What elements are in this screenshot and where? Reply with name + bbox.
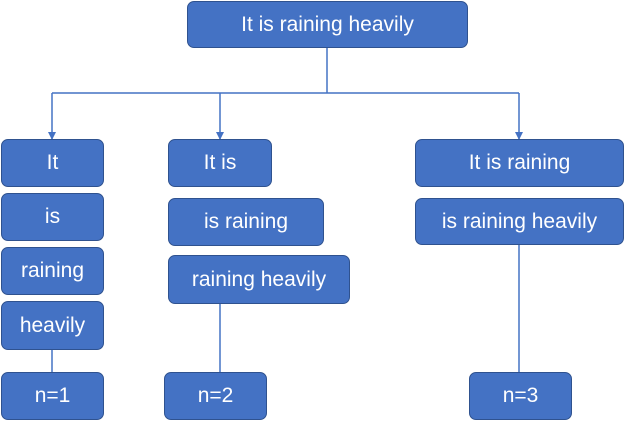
- unigram-box: raining: [1, 247, 104, 295]
- unigram-box: It: [1, 139, 104, 187]
- trigram-box: is raining heavily: [415, 198, 624, 245]
- n-label-box: n=1: [1, 372, 104, 420]
- n-label-box: n=3: [469, 372, 572, 420]
- bigram-box: It is: [168, 139, 272, 187]
- unigram-box: is: [1, 193, 104, 241]
- root-sentence-box: It is raining heavily: [187, 1, 468, 48]
- trigram-box: It is raining: [415, 139, 624, 187]
- bigram-box: raining heavily: [168, 255, 350, 304]
- bigram-box: is raining: [168, 198, 324, 246]
- unigram-box: heavily: [1, 301, 104, 350]
- n-label-box: n=2: [164, 372, 267, 420]
